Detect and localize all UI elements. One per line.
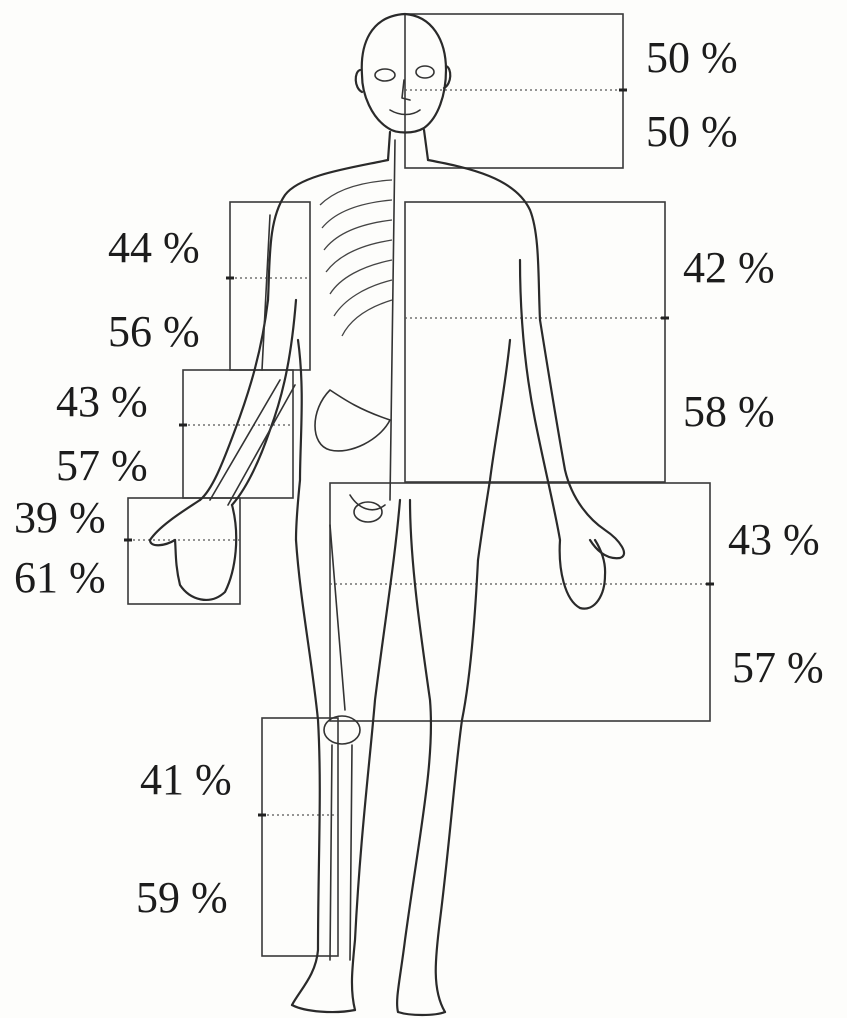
forearm-upper-label: 43 % (56, 380, 148, 424)
trunk-lower-label: 58 % (683, 390, 775, 434)
skeleton-hints (210, 140, 395, 960)
shank-lower-label: 59 % (136, 876, 228, 920)
forearm-lower-label: 57 % (56, 444, 148, 488)
trunk-upper-label: 42 % (683, 246, 775, 290)
upper-arm-lower-label: 56 % (108, 310, 200, 354)
thigh-upper-label: 43 % (728, 518, 820, 562)
shank-upper-label: 41 % (140, 758, 232, 802)
shank-frame (258, 718, 338, 956)
thigh-lower-label: 57 % (732, 646, 824, 690)
hand-lower-label: 61 % (14, 556, 106, 600)
head-lower-label: 50 % (646, 110, 738, 154)
forearm-frame (179, 370, 293, 498)
hand-upper-label: 39 % (14, 496, 106, 540)
body-outline (150, 14, 624, 1015)
head-upper-label: 50 % (646, 36, 738, 80)
upper-arm-upper-label: 44 % (108, 226, 200, 270)
